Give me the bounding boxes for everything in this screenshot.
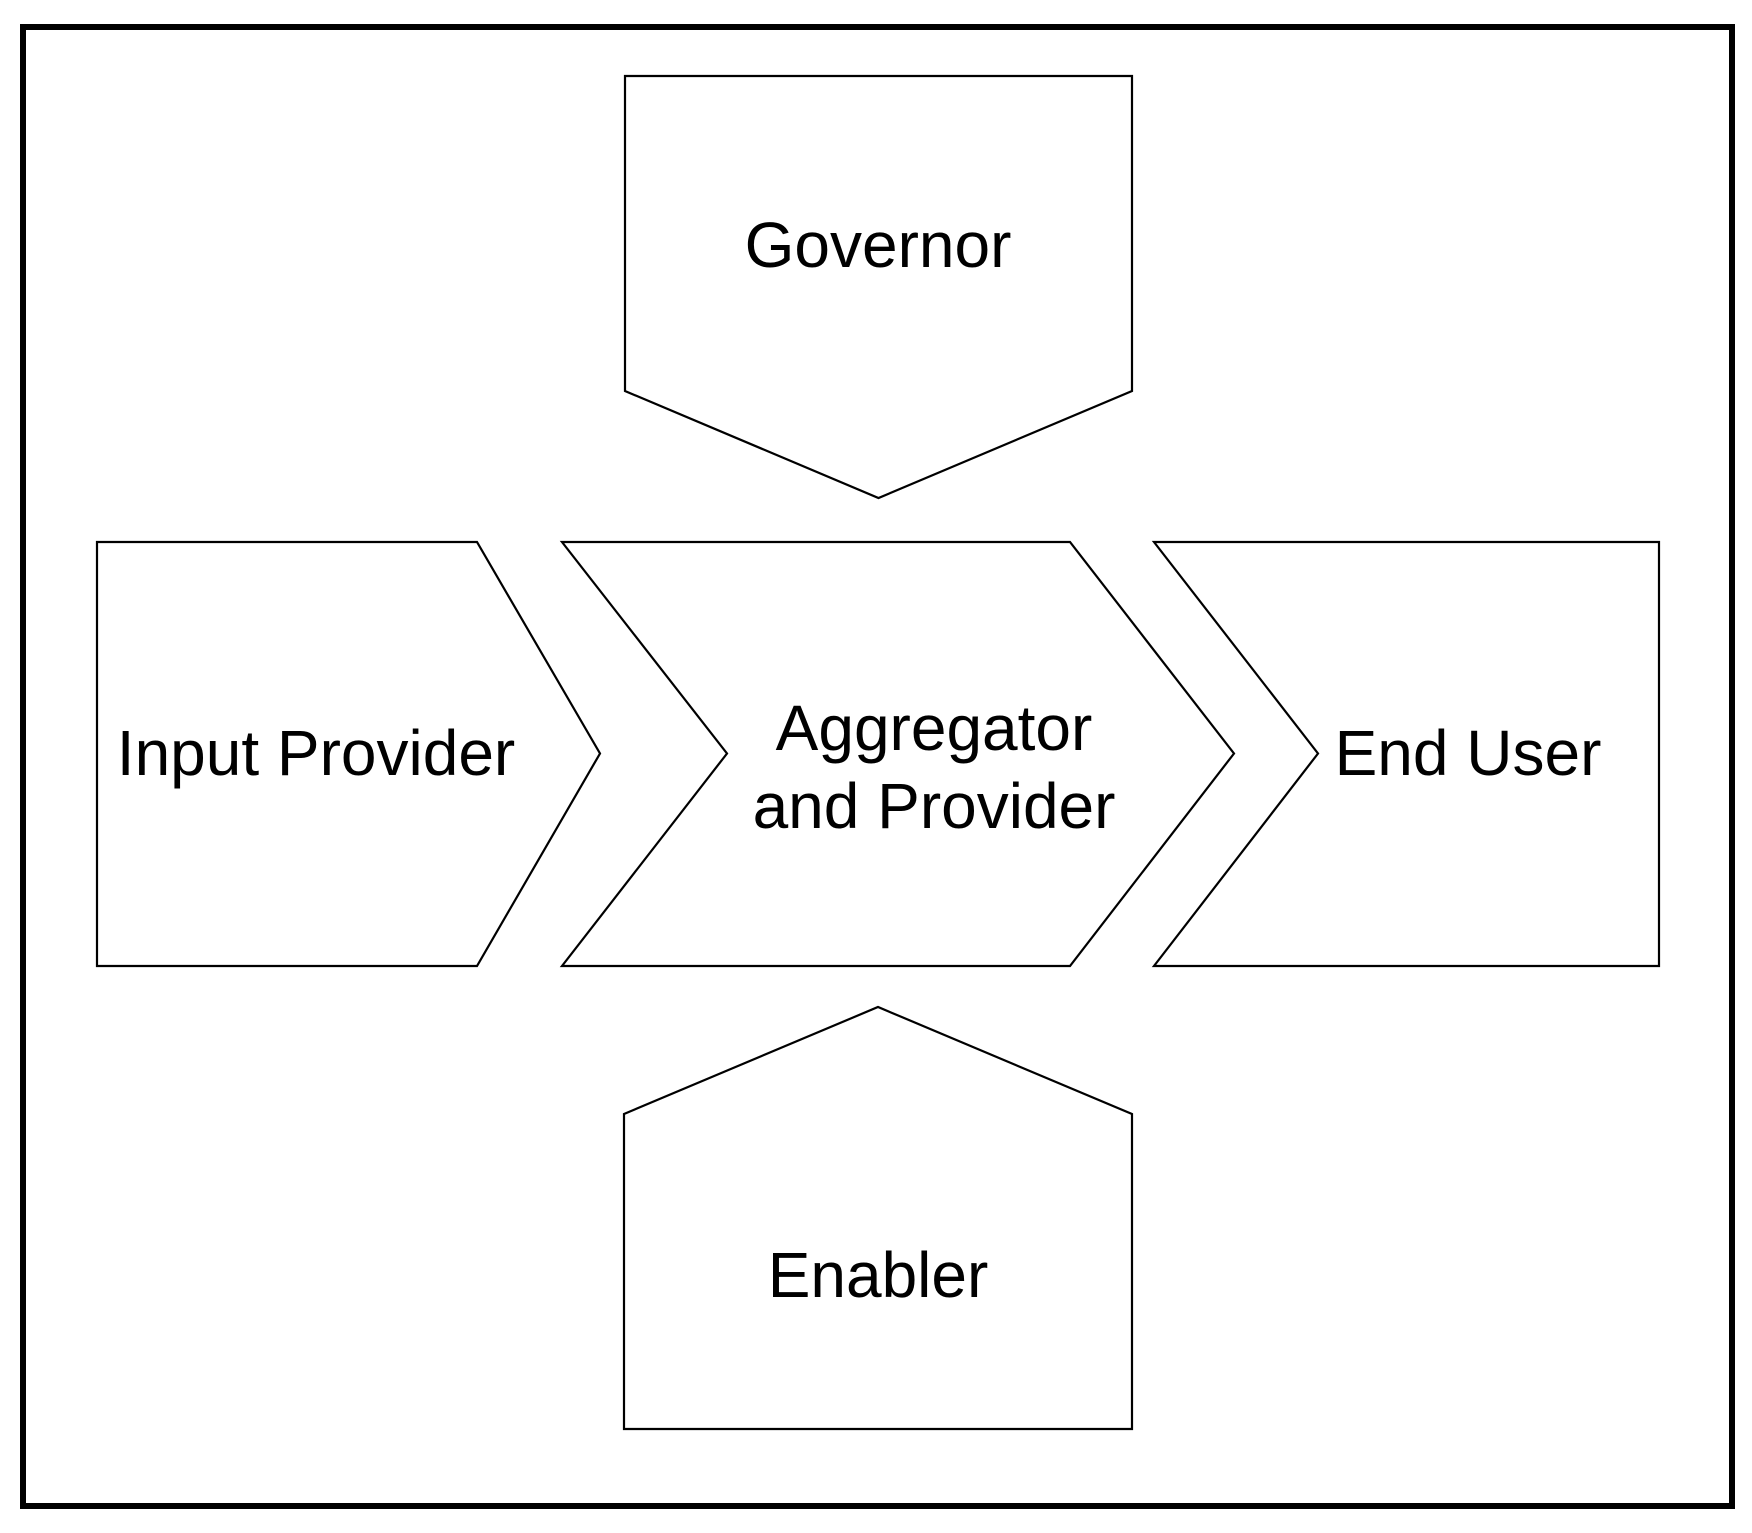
- governor-shape: [623, 74, 1134, 500]
- enabler-label: Enabler: [768, 1239, 989, 1311]
- enabler-shape: [622, 1005, 1134, 1431]
- end-user-label: End User: [1335, 717, 1602, 789]
- end-user-shape: [1151, 540, 1661, 968]
- governor-label: Governor: [745, 209, 1012, 281]
- input-provider-shape: [95, 540, 602, 968]
- input-provider-label: Input Provider: [117, 717, 515, 789]
- aggregator-and-provider-shape: [559, 540, 1236, 968]
- diagram-border: [20, 24, 1735, 1509]
- aggregator-and-provider-label-line2: and Provider: [753, 770, 1116, 842]
- aggregator-and-provider-label-line1: Aggregator: [776, 692, 1093, 764]
